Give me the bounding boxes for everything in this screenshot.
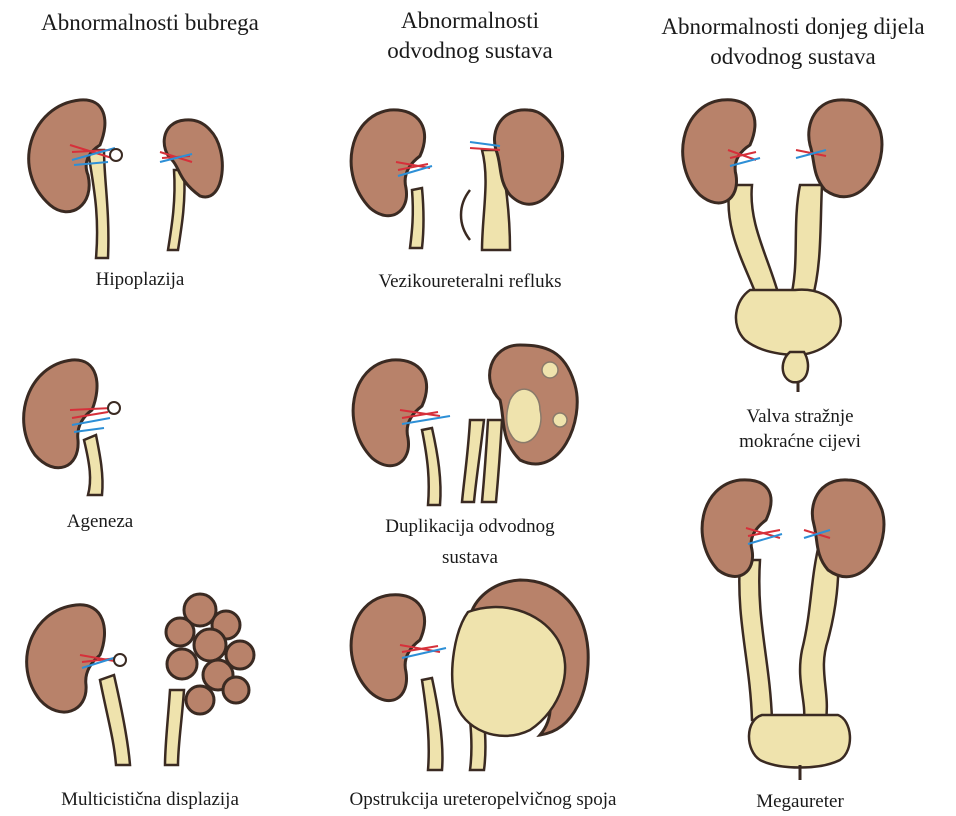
illustration-valva	[683, 100, 882, 392]
illustration-refluks	[351, 110, 562, 250]
illustration-multicisticna	[27, 594, 254, 765]
illustration-opstrukcija	[351, 580, 588, 770]
illustration-hipoplazija	[29, 100, 223, 258]
illustration-duplikacija	[353, 345, 577, 505]
illustration-megaureter	[702, 480, 884, 780]
illustration-ageneza	[24, 360, 120, 495]
